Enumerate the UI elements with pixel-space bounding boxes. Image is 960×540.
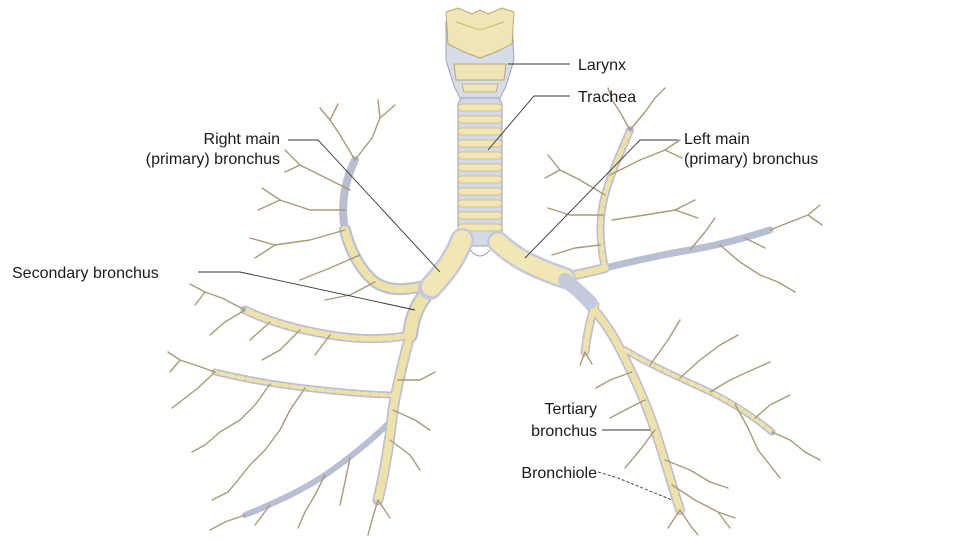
label-right-main-bronchus-line2: (primary) bronchus — [146, 151, 280, 168]
cricoid-cartilage — [454, 64, 506, 80]
label-right-main-bronchus-line1: Right main — [204, 131, 280, 148]
first-tracheal-ring — [462, 84, 498, 92]
label-secondary-bronchus: Secondary bronchus — [12, 265, 159, 282]
larynx-illustration — [446, 8, 514, 98]
carina — [470, 250, 490, 256]
leader-bronchiole — [598, 472, 672, 500]
labels: Larynx Trachea Right main (primary) bron… — [12, 57, 818, 482]
label-trachea: Trachea — [578, 89, 636, 106]
label-tertiary-bronchus-line2: bronchus — [531, 423, 597, 440]
leader-right-main-bronchus — [288, 140, 440, 272]
trachea-cartilage-rings — [458, 104, 502, 231]
label-tertiary-bronchus-line1: Tertiary — [545, 401, 597, 418]
trachea-and-main-bronchi — [430, 96, 590, 302]
label-bronchiole: Bronchiole — [521, 465, 597, 482]
left-main-bronchus-rings — [498, 242, 565, 278]
label-left-main-bronchus-line2: (primary) bronchus — [684, 151, 818, 168]
left-lower-lobe-bronchus — [565, 280, 590, 302]
label-larynx: Larynx — [578, 57, 626, 74]
label-left-main-bronchus-line1: Left main — [684, 131, 750, 148]
